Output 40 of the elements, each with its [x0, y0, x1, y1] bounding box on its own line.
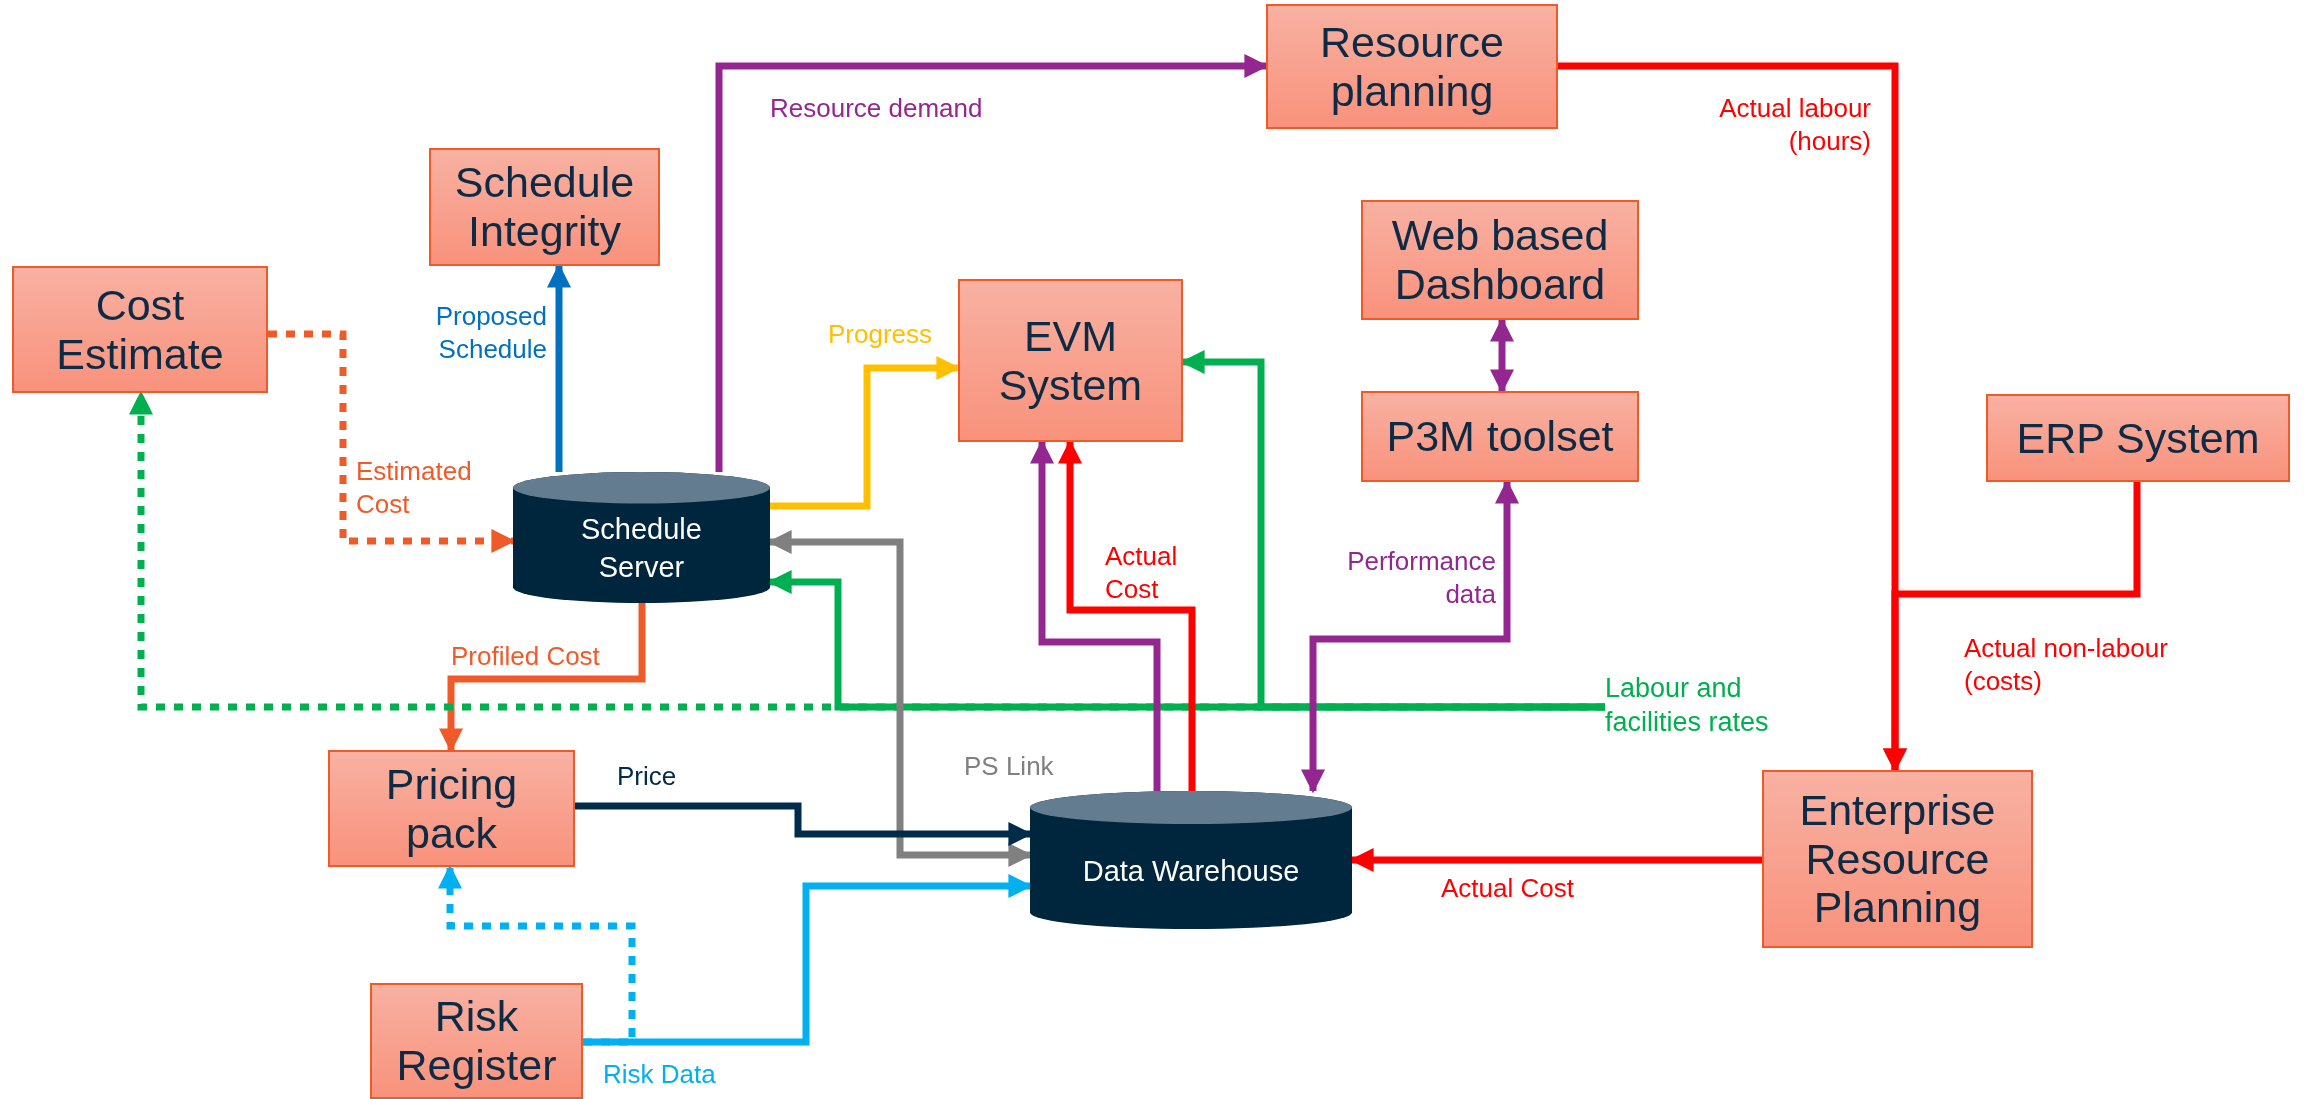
arrow — [268, 330, 516, 553]
edge-label: Price — [617, 760, 678, 793]
edge-label: Progress — [828, 318, 934, 351]
rates-label: Labour and facilities rates — [1605, 672, 1770, 739]
edge-label: Actual non-labour (costs) — [1964, 632, 2169, 697]
process-box — [1266, 4, 1558, 129]
process-box — [1361, 391, 1639, 482]
edge-label: Resource demand — [770, 92, 984, 125]
box-label: Cost Estimate — [55, 280, 225, 379]
arrow — [1883, 482, 2141, 773]
arrow — [575, 802, 1033, 846]
edge-label: Actual Cost — [1105, 540, 1179, 605]
process-box — [12, 266, 268, 393]
edge-label: PS Link — [964, 750, 1055, 783]
box-label: Risk Register — [395, 992, 558, 1090]
process-box — [328, 750, 575, 867]
process-box — [1986, 394, 2290, 482]
edge-label: Actual labour (hours) — [1718, 92, 1871, 157]
process-box — [429, 148, 660, 266]
process-box — [1762, 770, 2033, 948]
box-label: EVM System — [997, 311, 1144, 410]
process-box — [370, 983, 583, 1099]
edge-label: Actual Cost — [1441, 872, 1575, 905]
cylinder-label: Schedule Server — [580, 511, 703, 585]
arrow — [439, 603, 646, 753]
edge-label: Performance data — [1346, 545, 1496, 610]
box-label: Schedule Integrity — [453, 158, 636, 256]
process-box — [958, 279, 1183, 442]
box-label: Enterprise Resource Planning — [1798, 786, 1997, 932]
box-label: ERP System — [2016, 413, 2260, 463]
edge-label: Profiled Cost — [451, 640, 601, 673]
process-box — [1361, 200, 1639, 320]
box-label: Web based Dashboard — [1390, 211, 1610, 309]
box-label: Pricing pack — [384, 759, 519, 858]
box-label: P3M toolset — [1386, 412, 1614, 461]
box-label: Resource planning — [1319, 17, 1505, 116]
edge-label: Estimated Cost — [356, 455, 473, 520]
edge-label: Proposed Schedule — [434, 300, 547, 365]
cylinder-label: Data Warehouse — [1082, 853, 1300, 889]
edge-label: Risk Data — [603, 1058, 717, 1091]
